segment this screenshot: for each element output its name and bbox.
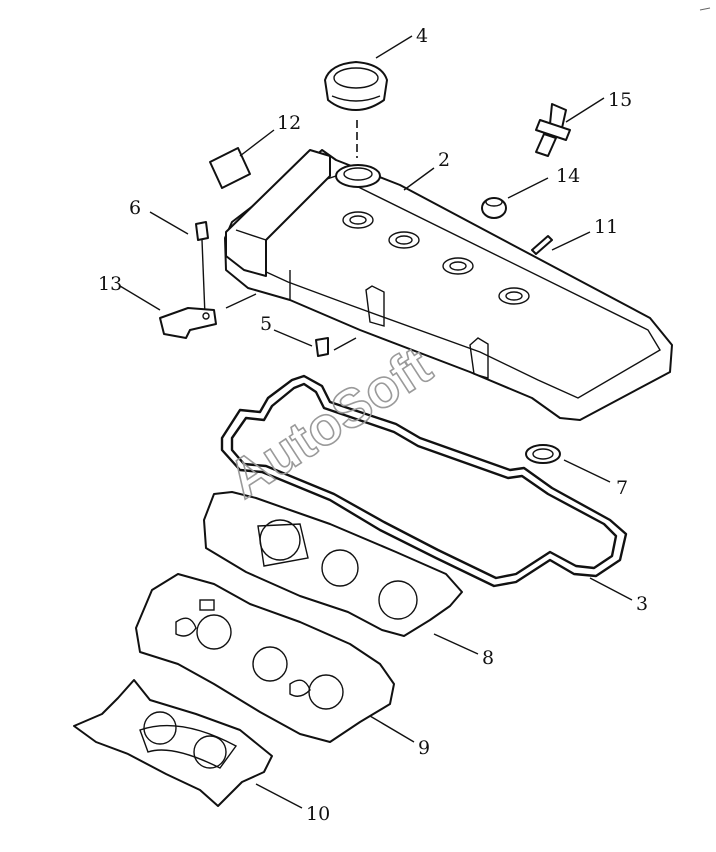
pcv-valve [535, 103, 571, 157]
callout-6: 6 [129, 197, 141, 219]
callout-13: 13 [98, 273, 122, 295]
label-sticker [209, 147, 251, 189]
callout-9: 9 [418, 737, 430, 759]
bolt-5 [315, 337, 329, 357]
callout-7: 7 [616, 477, 628, 499]
corner-mark [699, 7, 711, 11]
callout-8: 8 [482, 647, 494, 669]
callout-4: 4 [416, 25, 428, 47]
grommet [481, 197, 507, 219]
oil-filler-cap [324, 61, 388, 111]
valve-cover [224, 149, 673, 421]
bolt-6 [195, 221, 209, 317]
callout-15: 15 [608, 89, 632, 111]
leader-lines [119, 35, 633, 809]
callout-14: 14 [556, 165, 580, 187]
callout-3: 3 [636, 593, 648, 615]
plate-gasket-8 [203, 491, 463, 637]
cover-gasket [220, 374, 628, 588]
bracket [159, 307, 217, 339]
lower-plate-10 [73, 679, 273, 807]
callout-2: 2 [438, 149, 450, 171]
dowel-pin [531, 235, 553, 255]
plate-gasket-9 [135, 573, 395, 743]
watermark-text: AutoSoft [218, 336, 442, 510]
seal-ring [525, 444, 561, 464]
callout-5: 5 [260, 313, 272, 335]
callout-labels: 4 15 12 2 14 6 11 13 5 7 3 8 9 10 [98, 25, 648, 825]
callout-12: 12 [277, 112, 301, 134]
spark-plug-openings [342, 211, 530, 305]
callout-10: 10 [306, 803, 330, 825]
callout-11: 11 [594, 216, 618, 238]
